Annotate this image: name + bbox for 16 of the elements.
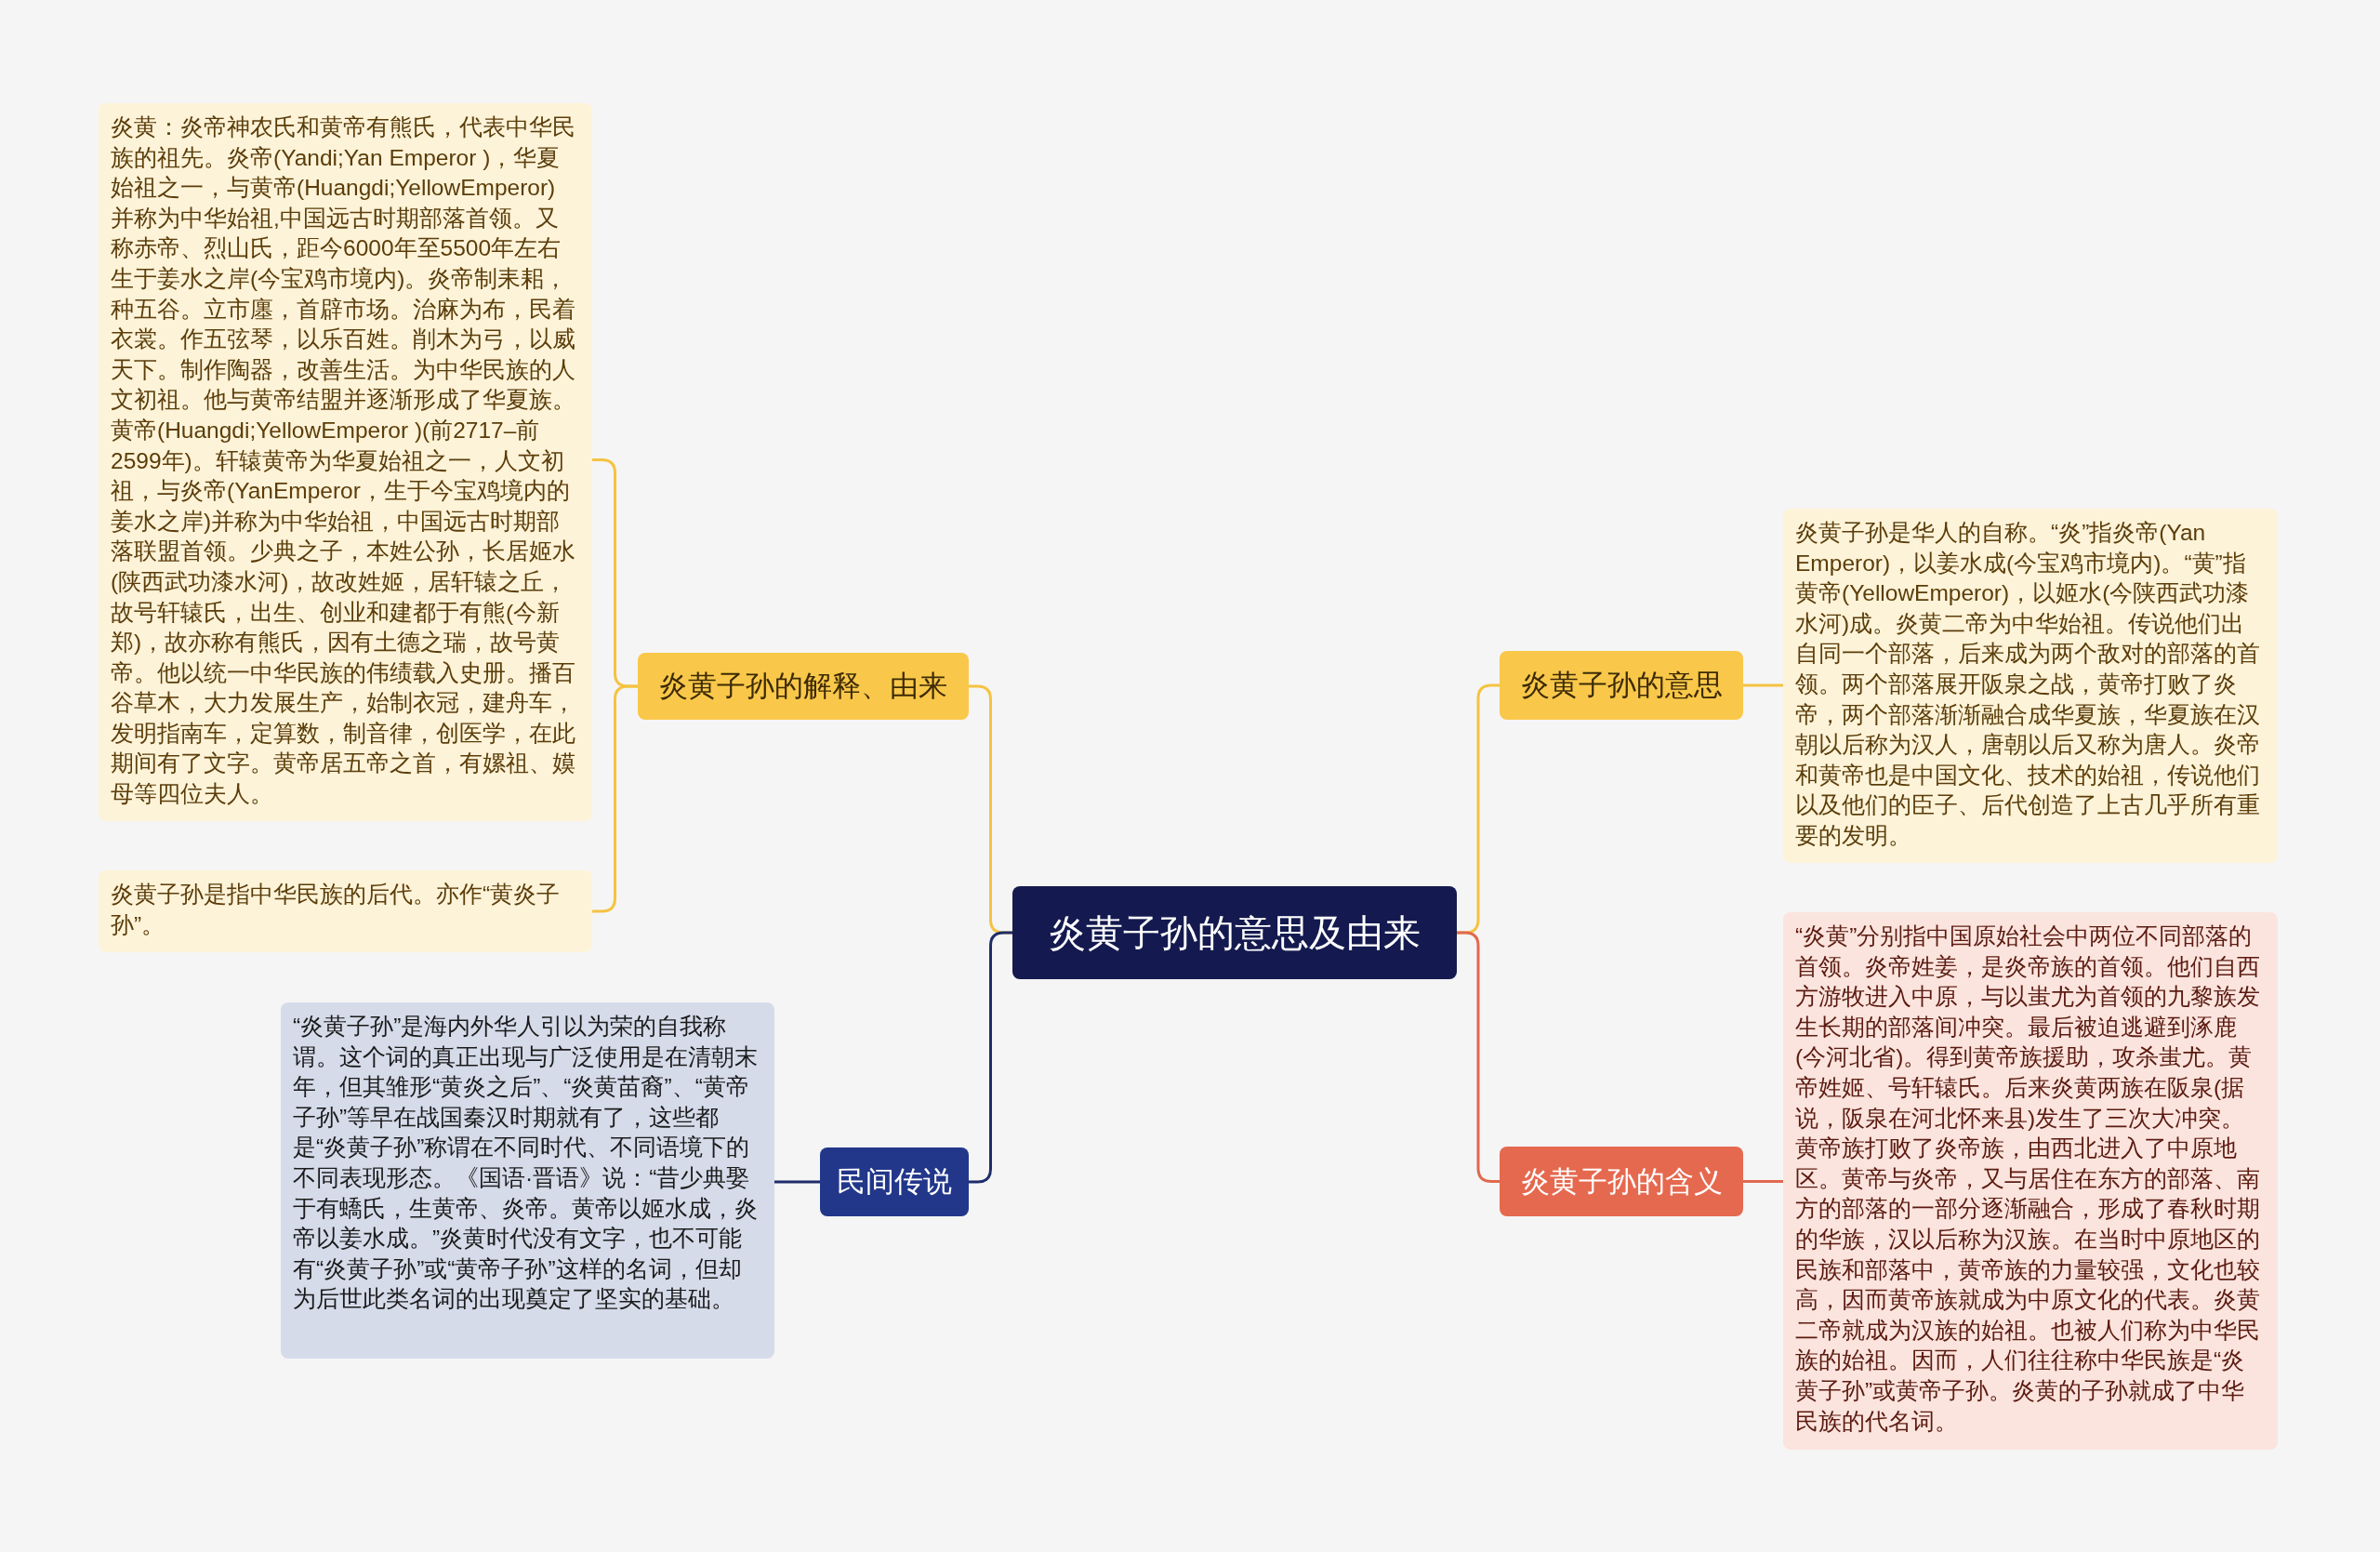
topic-box: 炎黄子孙的解释、由来 — [638, 653, 969, 720]
connector-line — [592, 684, 638, 913]
note-card: “炎黄子孙”是海内外华人引以为荣的自我称谓。这个词的真正出现与广泛使用是在清朝末年，但其雏形“黄炎之后”、“炎黄苗裔”、“黄帝子孙”等早在战国秦汉时期就有了，这些都是“炎黄子孙”称谓在不同时代、不同语境下的不同表现形态。《国语·晋语》说：“昔少典娶于有蟜氏，生黄帝、炎帝。黄帝以姬水成，炎帝以姜水成。”炎黄时代没有文字，也不可能有“炎黄子孙”或“黄帝子孙”这样的名词，但却为后世此类名词的出现奠定了坚实的基础。 — [281, 1002, 774, 1359]
connector-line — [774, 1180, 820, 1184]
connector-line — [969, 931, 1012, 1184]
note-card: “炎黄”分别指中国原始社会中两位不同部落的首领。炎帝姓姜，是炎帝族的首领。他们自西方游牧进入中原，与以蚩尤为首领的九黎族发生长期的部落间冲突。最后被迫逃避到涿鹿(今河北省)。得到黄帝族援助，攻杀蚩尤。黄帝姓姬、号轩辕氏。后来炎黄两族在阪泉(据说，阪泉在河北怀来县)发生了三次大冲突。黄帝族打败了炎帝族，由西北进入了中原地区。黄帝与炎帝，又与居住在东方的部落、南方的部落的一部分逐渐融合，形成了春秋时期的华族，汉以后称为汉族。在当时中原地区的民族和部落中，黄帝族的力量较强，文化也较高，因而黄帝族就成为中原文化的代表。炎黄二帝就成为汉族的始祖。也被人们称为中华民族的始祖。因而，人们往往称中华民族是“炎黄子孙”或黄帝子孙。炎黄的子孙就成了中华民族的代名词。 — [1783, 912, 2278, 1450]
topic-box: 炎黄子孙的意思 — [1500, 651, 1743, 720]
topic-box: 炎黄子孙的含义 — [1500, 1147, 1743, 1216]
connector-line — [1743, 1180, 1783, 1183]
note-card: 炎黄：炎帝神农氏和黄帝有熊氏，代表中华民族的祖先。炎帝(Yandi;Yan Emperor )，华夏始祖之一，与黄帝(Huangdi;YellowEmperor) 并称为中华始祖,中国远古时期部落首领。又称赤帝、烈山氏，距今6000年至5500年左右生于姜水之岸(今宝鸡市境内)。炎帝制耒耜，种五谷。立市廛，首辟市场。治麻为布，民着衣裳。作五弦琴，以乐百姓。削木为弓，以威天下。制作陶器，改善生活。为中华民族的人文初祖。他与黄帝结盟并逐渐形成了华夏族。黄帝(Huangdi;YellowEmperor )(前2717–前2599年)。轩辕黄帝为华夏始祖之一，人文初祖，与炎帝(YanEmperor，生于今宝鸡境内的姜水之岸)并称为中华始祖，中国远古时期部落联盟首领。少典之子，本姓公孙，长居姬水(陕西武功漆水河)，故改姓姬，居轩辕之丘，故号轩辕氏，出生、创业和建都于有熊(今新郑)，故亦称有熊氏，因有土德之瑞，故号黄帝。他以统一中华民族的伟绩载入史册。播百谷草木，大力发展生产，始制衣冠，建舟车，发明指南车，定算数，制音律，创医学，在此期间有了文字。黄帝居五帝之首，有嫘祖、嫫母等四位夫人。 — [99, 103, 592, 821]
connector-line — [1743, 683, 1783, 687]
connector-line — [1457, 931, 1500, 1183]
note-card: 炎黄子孙是华人的自称。“炎”指炎帝(Yan Emperor)，以姜水成(今宝鸡市境内)。“黄”指黄帝(YellowEmperor)，以姬水(今陕西武功漆水河)成。炎黄二帝为中华始祖。传说他们出自同一个部落，后来成为两个敌对的部落的首领。两个部落展开阪泉之战，黄帝打败了炎帝，两个部落渐渐融合成华夏族，华夏族在汉朝以后称为汉人，唐朝以后又称为唐人。炎帝和黄帝也是中国文化、技术的始祖，传说他们以及他们的臣子、后代创造了上古几乎所有重要的发明。 — [1783, 509, 2278, 863]
central-topic-box: 炎黄子孙的意思及由来 — [1012, 886, 1457, 979]
note-card: 炎黄子孙是指中华民族的后代。亦作“黄炎子孙”。 — [99, 870, 592, 952]
topic-box: 民间传说 — [820, 1147, 969, 1216]
